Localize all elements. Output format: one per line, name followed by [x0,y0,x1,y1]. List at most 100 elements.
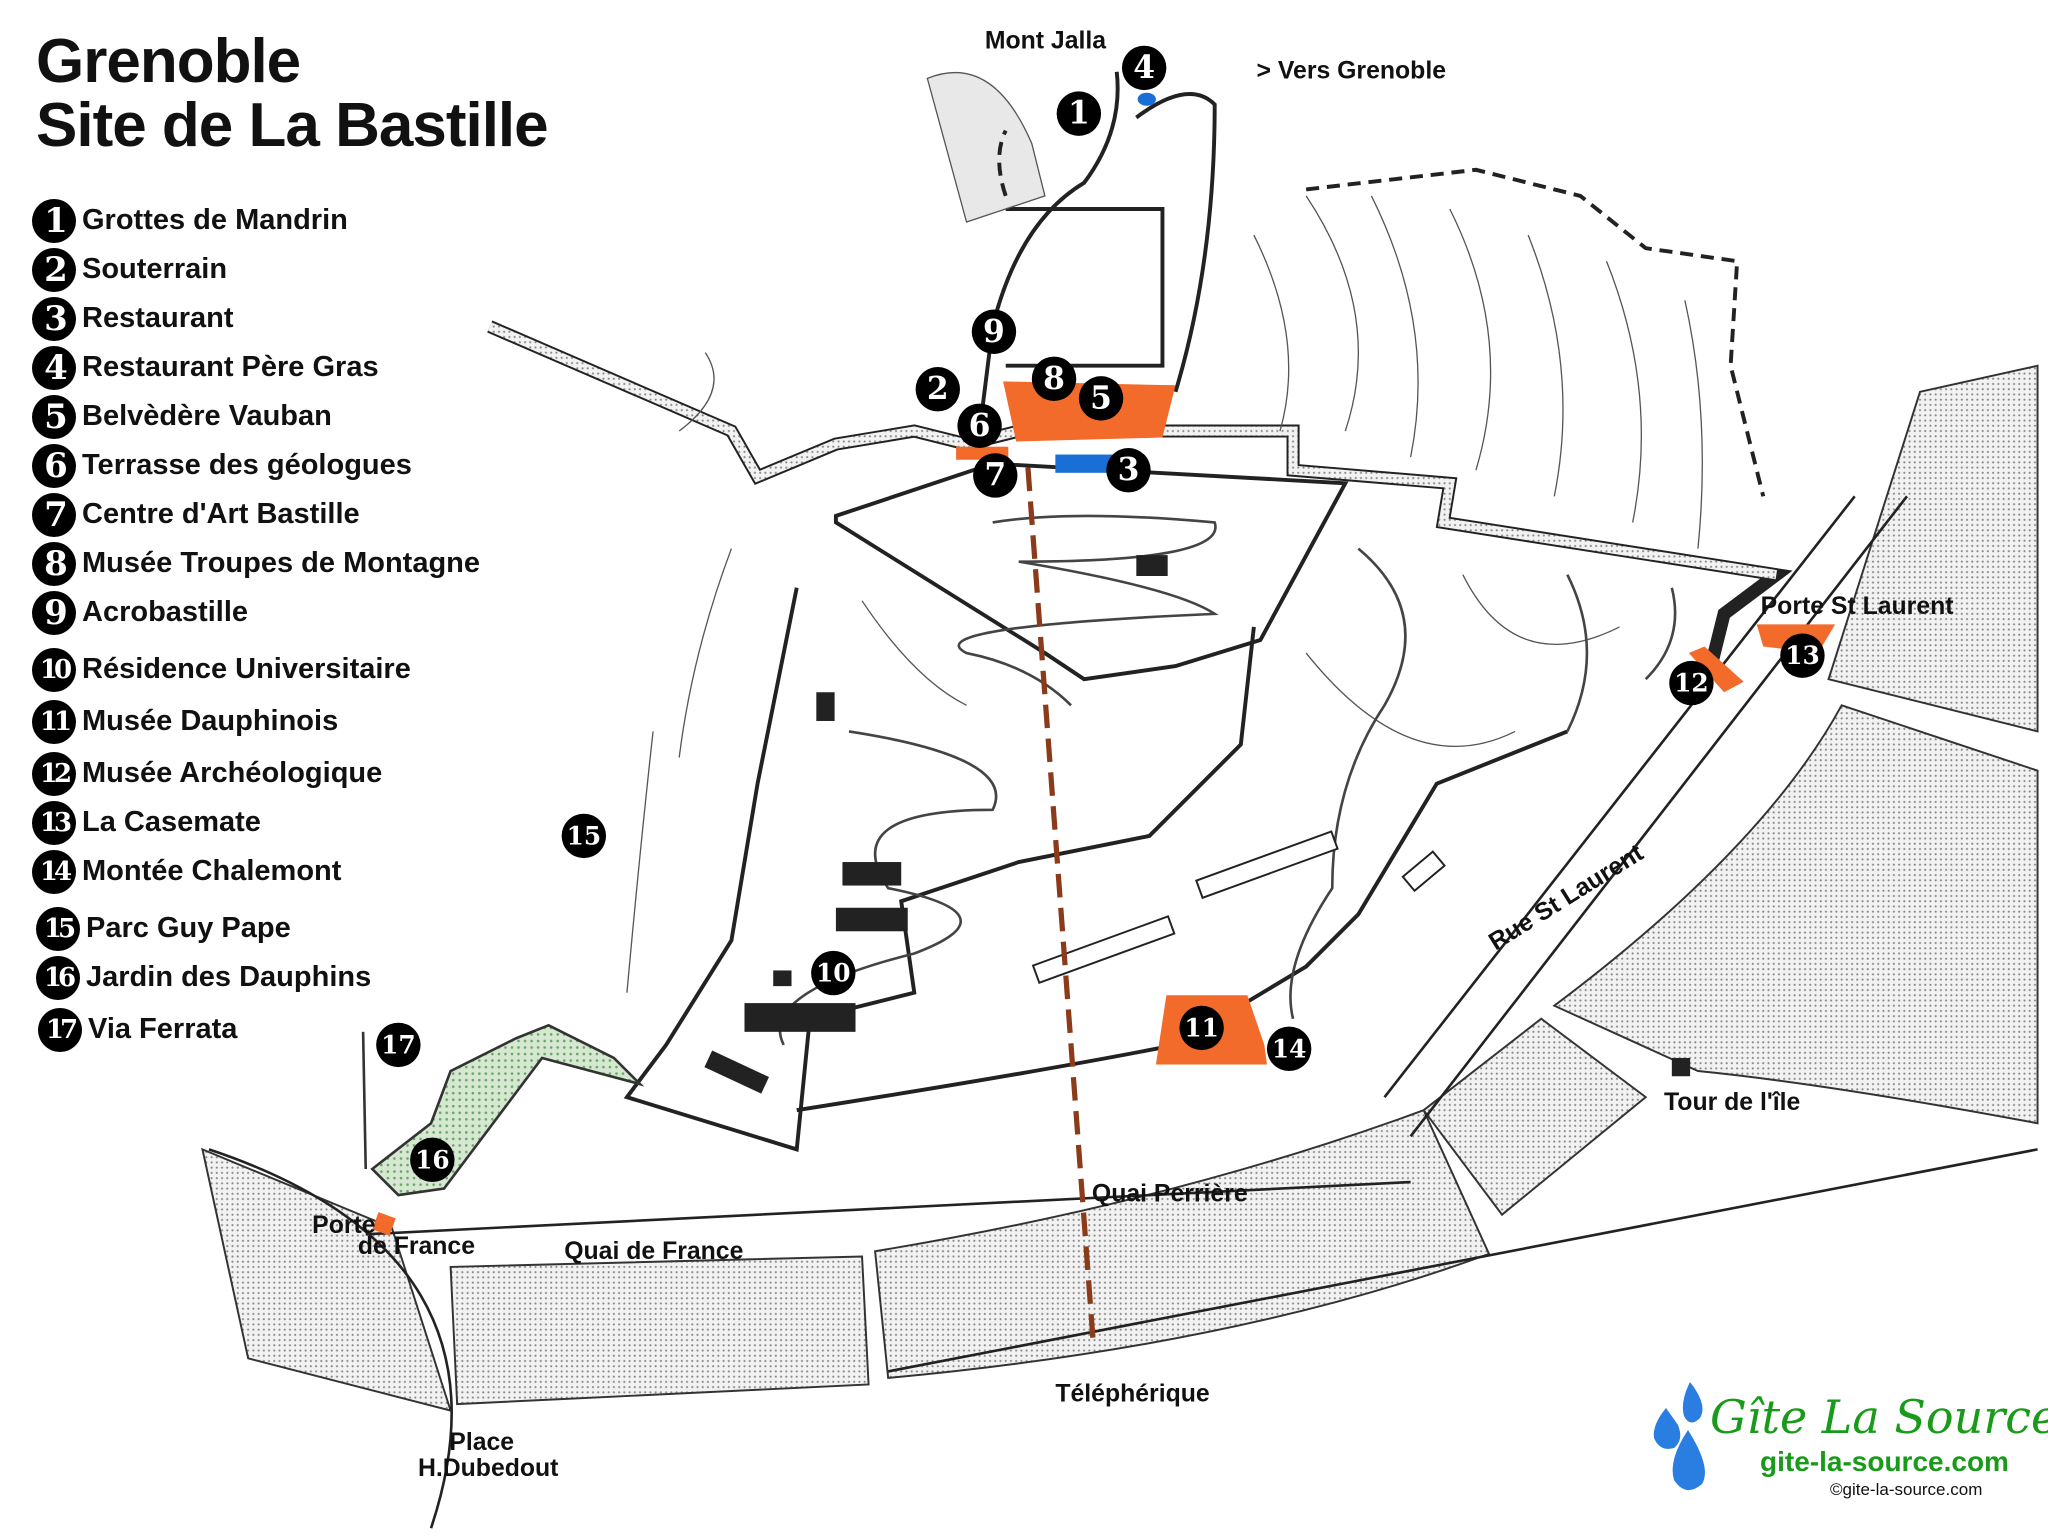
legend-number: 2 [32,247,76,292]
svg-text:6: 6 [969,408,991,444]
legend-number: 16 [36,955,80,1000]
svg-text:2: 2 [927,371,949,407]
marker-12[interactable]: 12 [1669,660,1714,706]
legend-label: Grottes de Mandrin [82,204,348,236]
legend-label: Parc Guy Pape [86,912,291,944]
boundary-line [997,129,1766,497]
gite-la-source-logo: Gîte La Source gite-la-source.com ©gite-… [1650,1380,2048,1500]
label-mont-jalla: Mont Jalla [985,27,1106,54]
legend-number: 9 [32,590,76,635]
label-telepherique: Téléphérique [1055,1380,1209,1407]
label-rue-st-laurent: Rue St Laurent [1484,840,1648,956]
marker-2[interactable]: 2 [915,367,960,412]
legend-label: Belvèdère Vauban [82,400,332,432]
restaurant-buildings [1055,92,1156,473]
legend-label: Jardin des Dauphins [86,961,372,993]
svg-text:7: 7 [984,457,1006,493]
legend-number: 15 [36,906,80,951]
label-porte-st-laurent: Porte St Laurent [1761,593,1954,620]
legend-number: 5 [32,394,76,439]
map-title: Grenoble Site de La Bastille [36,27,549,158]
svg-text:3: 3 [1118,452,1140,488]
marker-6[interactable]: 6 [957,403,1002,448]
marker-4[interactable]: 4 [1121,45,1167,91]
svg-text:12: 12 [1674,669,1709,698]
legend-label: Résidence Universitaire [82,653,411,685]
marker-8[interactable]: 8 [1031,356,1077,401]
marker-1[interactable]: 1 [1056,91,1102,136]
marker-10[interactable]: 10 [811,950,856,996]
switchback-path [778,514,1677,1046]
label-place: Place [449,1429,514,1456]
legend-label: Musée Troupes de Montagne [82,547,480,579]
marker-13[interactable]: 13 [1780,633,1825,678]
label-tour-de-lile: Tour de l'île [1664,1089,1800,1116]
marker-17[interactable]: 17 [376,1022,421,1068]
legend-label: Centre d'Art Bastille [82,498,360,530]
legend-number: 1 [32,198,76,243]
marker-15[interactable]: 15 [561,813,607,859]
legend-number: 3 [32,296,76,341]
legend-label: Musée Dauphinois [82,705,339,737]
hillside-hatching [626,195,1703,993]
legend-number: 11 [32,699,76,744]
legend-label: Restaurant Père Gras [82,351,379,383]
marker-14[interactable]: 14 [1266,1026,1312,1072]
svg-text:10: 10 [816,959,851,988]
legend-number: 12 [32,751,76,796]
legend-label: Souterrain [82,253,228,285]
title-city: Grenoble [36,27,301,96]
svg-text:11: 11 [1184,1013,1219,1042]
marker-16[interactable]: 16 [410,1137,455,1183]
svg-text:1: 1 [1068,96,1090,132]
svg-text:8: 8 [1043,361,1065,397]
svg-text:16: 16 [415,1145,450,1174]
label-quai-perriere: Quai Perrière [1092,1181,1248,1208]
legend-label: Montée Chalemont [82,855,342,887]
legend-number: 6 [32,443,76,488]
legend-number: 13 [32,800,76,845]
marker-11[interactable]: 11 [1179,1005,1224,1051]
legend-label: Musée Archéologique [82,757,383,789]
svg-text:13: 13 [1785,641,1820,670]
label-place-dubedout: H.Dubedout [418,1455,558,1482]
legend-number: 8 [32,541,76,586]
logo-url[interactable]: gite-la-source.com [1760,1446,2009,1477]
water-drop-icon [1653,1382,1705,1491]
marker-7[interactable]: 7 [973,453,1018,498]
legend-number: 17 [38,1007,82,1052]
svg-text:5: 5 [1090,380,1112,416]
svg-text:9: 9 [983,314,1005,350]
legend-number: 4 [32,345,76,390]
mont-jalla-road [977,71,1217,432]
legend-number: 10 [32,647,76,692]
marker-9[interactable]: 9 [971,309,1017,354]
legend-label: Restaurant [82,302,234,334]
buildings [704,555,1691,1094]
fort-enceinte [623,461,1569,1152]
telepherique-cable [1025,467,1096,1343]
legend-label: Acrobastille [82,596,248,628]
marker-3[interactable]: 3 [1106,448,1151,493]
svg-text:4: 4 [1133,50,1155,86]
legend-number: 14 [32,849,76,894]
copyright-text: ©gite-la-source.com [1830,1480,1983,1499]
svg-text:15: 15 [567,821,602,850]
label-porte-de-france-2: de France [358,1233,475,1260]
marker-5[interactable]: 5 [1078,376,1124,421]
